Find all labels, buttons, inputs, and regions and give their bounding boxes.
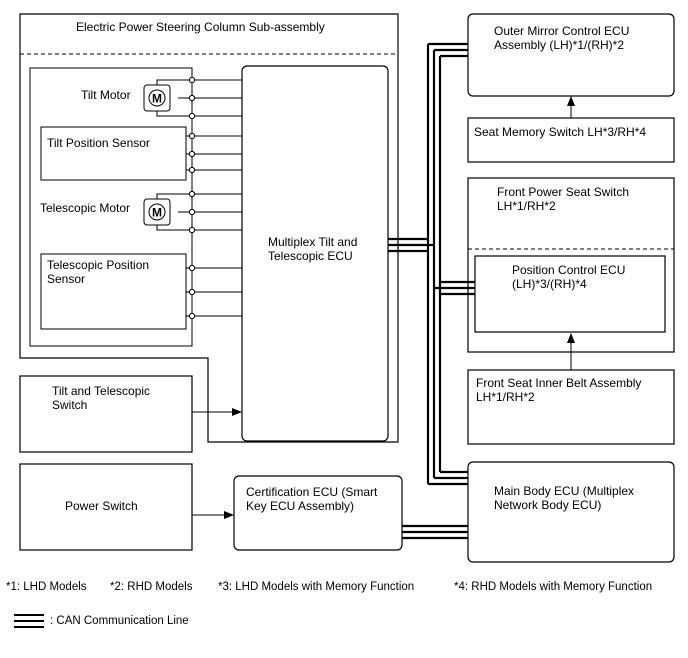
footnote-3: *3: LHD Models with Memory Function bbox=[218, 581, 415, 593]
tilt-sensor-label: Tilt Position Sensor bbox=[47, 136, 150, 150]
position-ecu-label-1: Position Control ECU bbox=[512, 263, 626, 277]
column-box bbox=[19, 13, 399, 443]
multiplex-ecu-label-2: Telescopic ECU bbox=[268, 249, 353, 263]
belt-label-2: LH*1/RH*2 bbox=[476, 390, 535, 404]
tilt-switch-label-2: Switch bbox=[52, 398, 88, 412]
component-area-box bbox=[29, 67, 193, 347]
footnote-4: *4: RHD Models with Memory Function bbox=[454, 581, 653, 593]
main-body-ecu-label-1: Main Body ECU (Multiplex bbox=[494, 484, 635, 498]
belt-label-1: Front Seat Inner Belt Assembly bbox=[476, 376, 642, 390]
svg-text:M: M bbox=[152, 92, 162, 106]
seat-memory-switch-label: Seat Memory Switch LH*3/RH*4 bbox=[474, 125, 647, 139]
front-seat-switch-label-2: LH*1/RH*2 bbox=[497, 199, 556, 213]
tilt-motor-label: Tilt Motor bbox=[81, 88, 131, 102]
multiplex-ecu-box bbox=[241, 65, 389, 442]
column-label: Electric Power Steering Column Sub-assem… bbox=[76, 20, 325, 34]
certification-ecu-box bbox=[233, 475, 403, 551]
certification-ecu-label-1: Certification ECU (Smart bbox=[246, 485, 378, 499]
mirror-ecu-label-1: Outer Mirror Control ECU bbox=[494, 24, 630, 38]
power-switch-box bbox=[19, 463, 193, 551]
can-line-legend-label: : CAN Communication Line bbox=[50, 615, 189, 627]
tilt-switch-box bbox=[19, 375, 193, 453]
footnote-1: *1: LHD Models bbox=[6, 581, 87, 593]
svg-text:M: M bbox=[152, 206, 162, 220]
mirror-ecu-label-2: Assembly (LH)*1/(RH)*2 bbox=[494, 38, 625, 52]
tilt-sensor-box bbox=[40, 126, 187, 181]
power-switch-label: Power Switch bbox=[65, 499, 138, 513]
main-body-ecu-box bbox=[467, 461, 675, 563]
position-ecu-label-2: (LH)*3/(RH)*4 bbox=[512, 277, 587, 291]
footnote-2: *2: RHD Models bbox=[110, 581, 193, 593]
can-line-legend-symbol bbox=[14, 614, 44, 628]
front-seat-switch-label-1: Front Power Seat Switch bbox=[497, 185, 630, 199]
telescopic-sensor-label-2: Sensor bbox=[47, 272, 86, 286]
telescopic-motor-label: Telescopic Motor bbox=[40, 201, 131, 215]
main-body-ecu-label-2: Network Body ECU) bbox=[494, 498, 602, 512]
telescopic-sensor-label-1: Telescopic Position bbox=[47, 258, 150, 272]
certification-ecu-label-2: Key ECU Assembly) bbox=[246, 499, 355, 513]
can-bus bbox=[388, 42, 475, 540]
multiplex-ecu-label-1: Multiplex Tilt and bbox=[268, 235, 358, 249]
tilt-switch-label-1: Tilt and Telescopic bbox=[52, 384, 151, 398]
